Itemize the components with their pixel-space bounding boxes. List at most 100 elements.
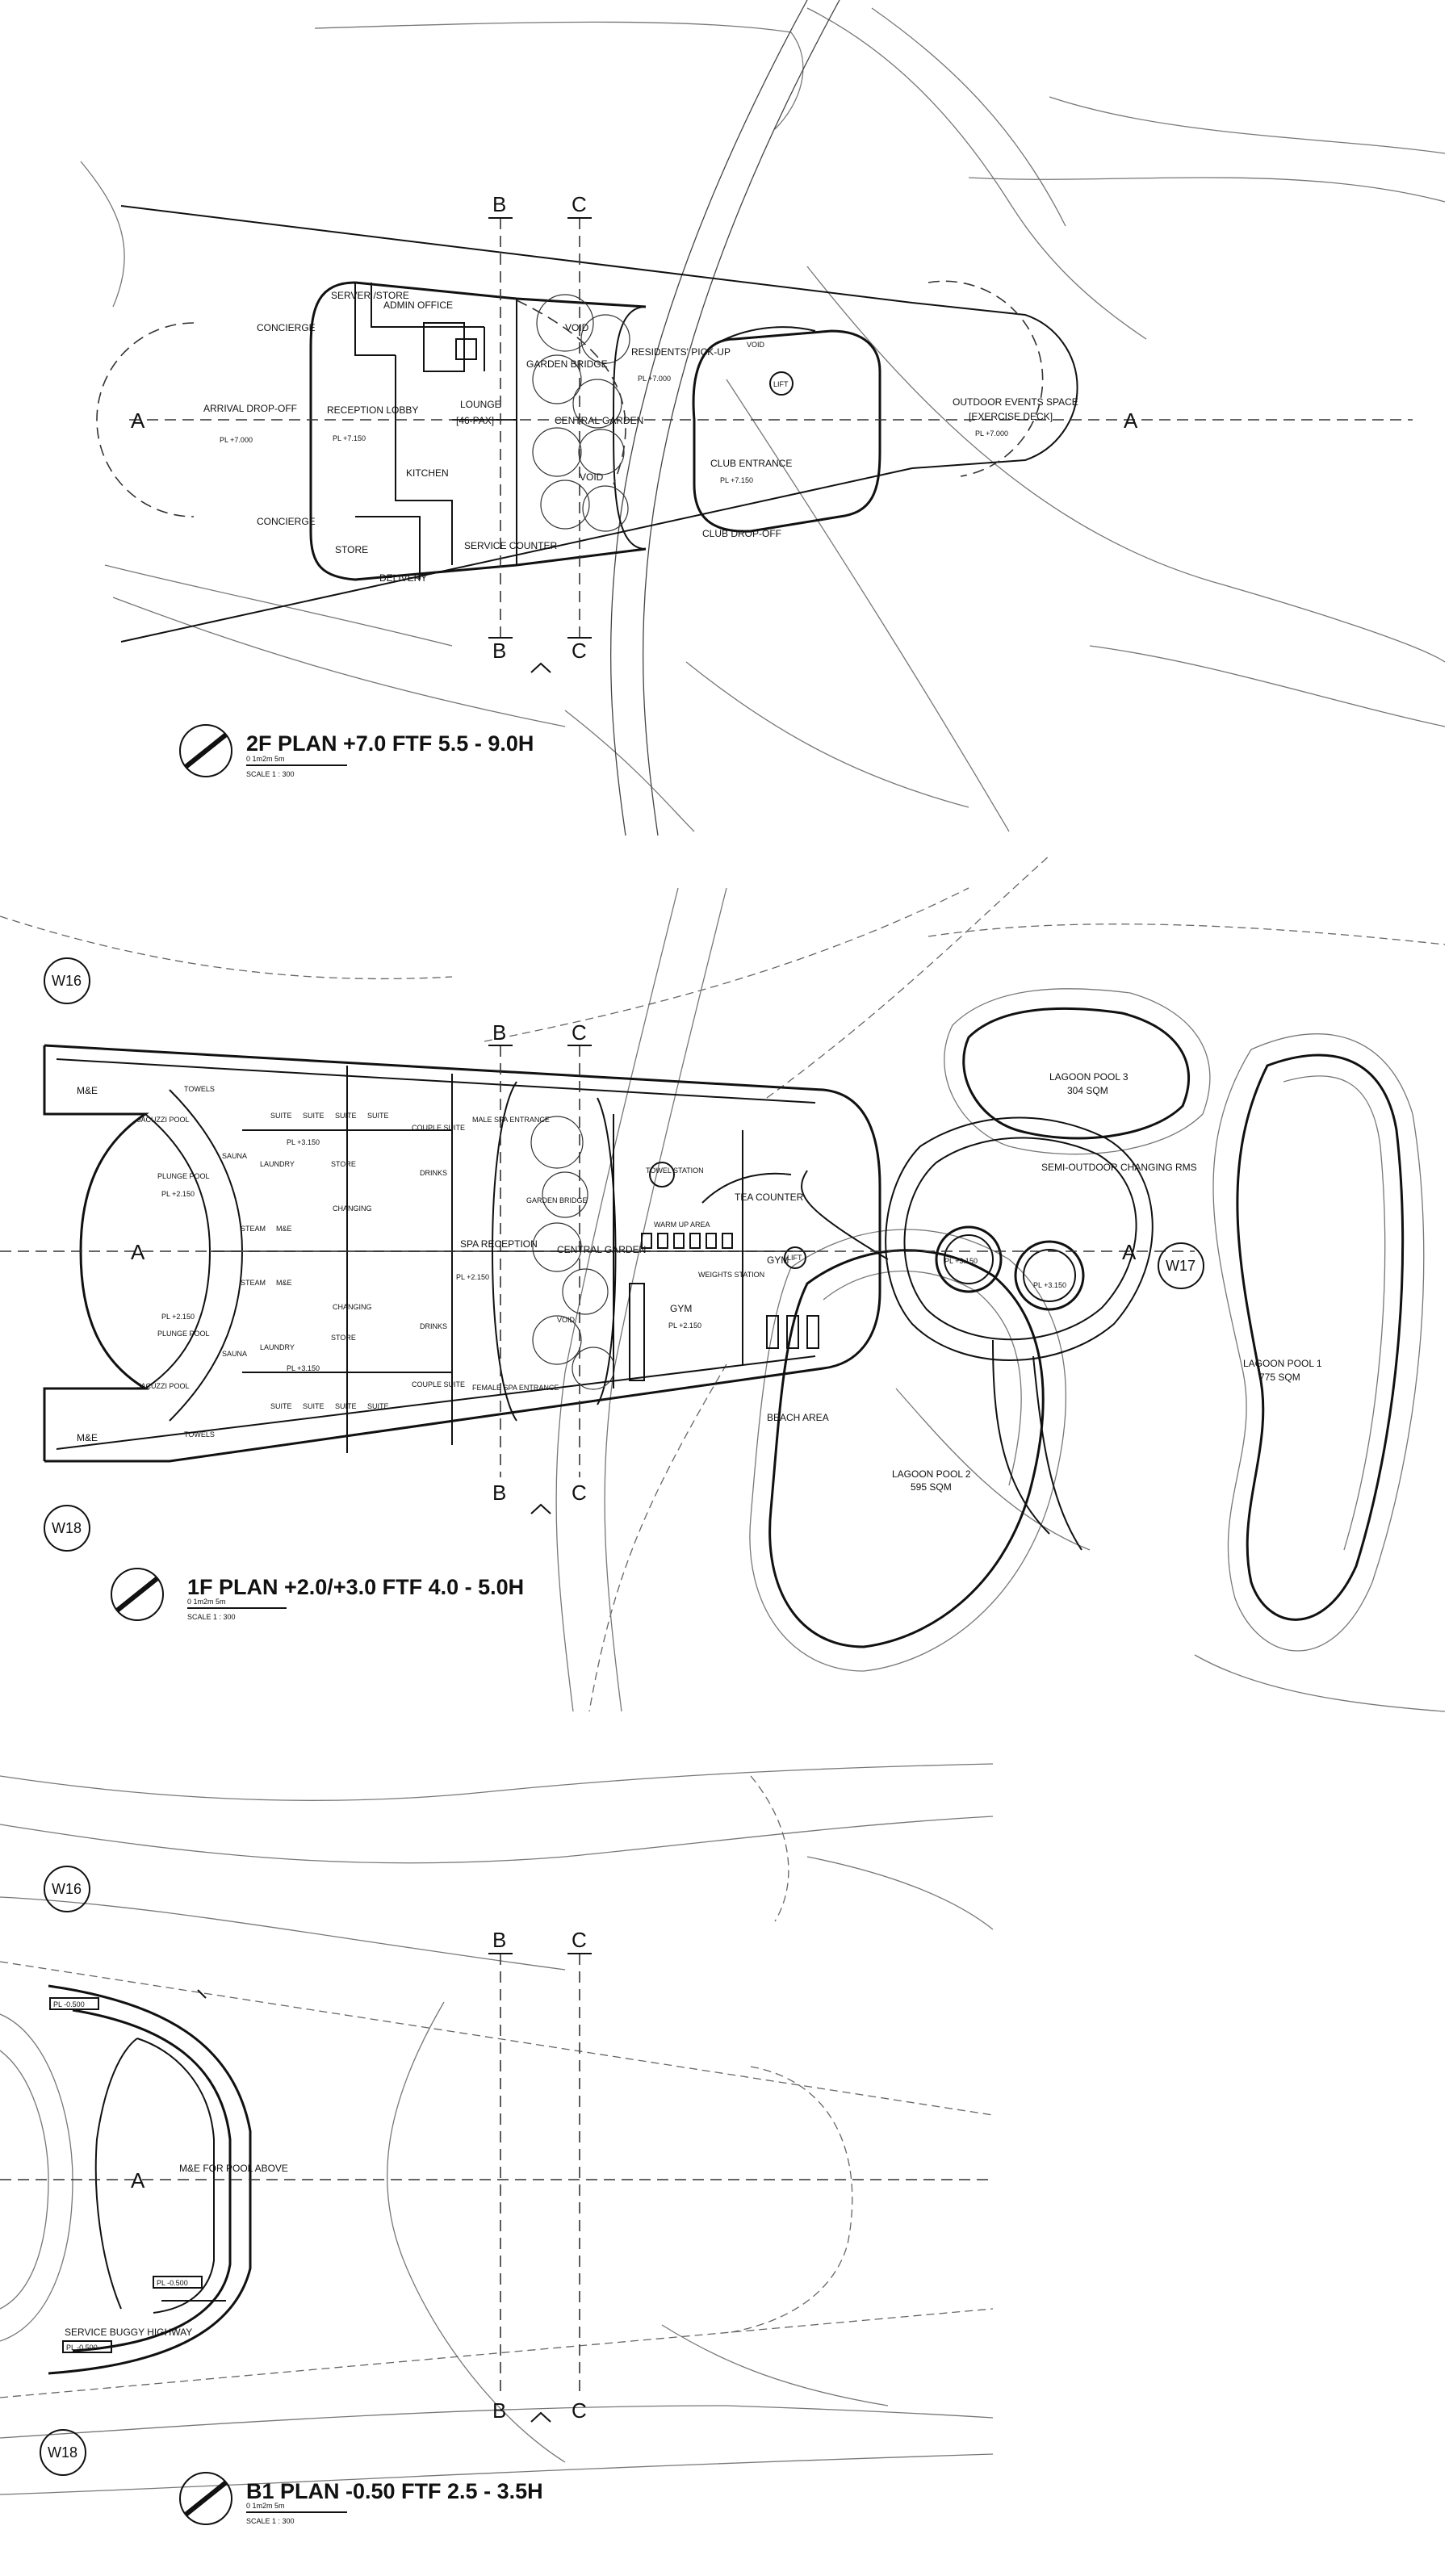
label-pod-level-b: PL +3.150 bbox=[1033, 1281, 1066, 1289]
grid-c-bottom-1f: C bbox=[572, 1481, 587, 1505]
north-needle-2f bbox=[184, 732, 228, 769]
label-suite-4: SUITE bbox=[367, 1112, 389, 1120]
grid-b-top-b1: B bbox=[492, 1928, 506, 1952]
club-stair bbox=[710, 326, 816, 348]
grid-w18-b1: W18 bbox=[48, 2444, 77, 2461]
scale-bar-text-2f: 0 1m2m 5m bbox=[246, 755, 285, 763]
scale-bar-text-1f: 0 1m2m 5m bbox=[187, 1598, 226, 1606]
grid-w18-1f: W18 bbox=[52, 1520, 82, 1536]
grid-a-right-1f: A bbox=[1122, 1240, 1137, 1264]
label-me-bottom: M&E bbox=[77, 1432, 98, 1443]
label-garden-bridge: GARDEN BRIDGE bbox=[526, 358, 608, 370]
room-labels-2f: SERVER /STORE ADMIN OFFICE CONCIERGE CON… bbox=[203, 290, 1078, 584]
grid-lines-1f: B C B C A A W16 W18 W17 bbox=[0, 957, 1204, 1552]
label-residents-level: PL +7.000 bbox=[638, 375, 671, 383]
lagoon-pool-2-edge bbox=[768, 1249, 1045, 1648]
label-outdoor: OUTDOOR EVENTS SPACE bbox=[953, 396, 1078, 408]
label-jacuzzi-top: JACUZZI POOL bbox=[137, 1116, 190, 1124]
terrain-lines bbox=[80, 7, 1446, 832]
label-arrival-level: PL +7.000 bbox=[220, 436, 253, 444]
label-garden-bridge-1f: GARDEN BRIDGE bbox=[526, 1196, 588, 1204]
label-b1-level-top: PL -0.500 bbox=[53, 2000, 85, 2008]
label-lift-1f: LIFT bbox=[787, 1254, 802, 1262]
label-towels-top: TOWELS bbox=[184, 1085, 215, 1093]
label-suite-5: SUITE bbox=[270, 1402, 292, 1410]
label-steam-top: STEAM bbox=[241, 1225, 266, 1233]
label-outdoor-sub: [EXERCISE DECK] bbox=[969, 411, 1053, 422]
label-lagoon2: LAGOON POOL 2 bbox=[892, 1468, 971, 1480]
label-me-top: M&E bbox=[77, 1085, 98, 1096]
label-lagoon1-area: 775 SQM bbox=[1259, 1372, 1300, 1383]
label-reception: RECEPTION LOBBY bbox=[327, 404, 418, 416]
changing-pod-a bbox=[935, 1225, 1003, 1293]
grid-lines-b1: B C B C A W16 W18 bbox=[0, 1866, 993, 2476]
label-lagoon3-area: 304 SQM bbox=[1067, 1085, 1108, 1096]
label-steam-bottom: STEAM bbox=[241, 1279, 266, 1287]
title-1f: 1F PLAN +2.0/+3.0 FTF 4.0 - 5.0H bbox=[187, 1575, 524, 1599]
interior-walls-2f bbox=[354, 283, 517, 580]
label-void-b: VOID bbox=[580, 471, 604, 483]
gym-equipment bbox=[629, 1162, 819, 1381]
label-suite-6: SUITE bbox=[303, 1402, 325, 1410]
label-lounge: LOUNGE bbox=[460, 399, 501, 410]
label-delivery: DELIVERY bbox=[379, 572, 427, 584]
label-b1-level-mid: PL -0.500 bbox=[157, 2279, 188, 2287]
grid-bubble-w18 bbox=[44, 1505, 90, 1552]
label-lounge-pax: [46-PAX] bbox=[456, 415, 494, 426]
label-server: SERVER /STORE bbox=[331, 290, 409, 301]
label-concierge-bottom: CONCIERGE bbox=[257, 516, 316, 527]
label-lift: LIFT bbox=[773, 380, 789, 388]
grid-w16-b1: W16 bbox=[52, 1881, 82, 1897]
label-lagoon2-area: 595 SQM bbox=[911, 1481, 952, 1493]
scale-b1: SCALE 1 : 300 bbox=[246, 2517, 295, 2525]
grid-a-left-b1: A bbox=[131, 2168, 145, 2193]
north-arrow-2f bbox=[530, 662, 551, 673]
label-towels-bottom: TOWELS bbox=[184, 1430, 215, 1439]
label-lagoon1: LAGOON POOL 1 bbox=[1243, 1358, 1322, 1369]
title-b1: B1 PLAN -0.50 FTF 2.5 - 3.5H bbox=[246, 2479, 543, 2503]
label-jacuzzi-bottom: JACUZZI POOL bbox=[137, 1382, 190, 1390]
label-suite-3: SUITE bbox=[335, 1112, 357, 1120]
b1-structure bbox=[0, 1984, 252, 2375]
label-me-mid-top: M&E bbox=[276, 1225, 292, 1233]
title-block-1f: 1F PLAN +2.0/+3.0 FTF 4.0 - 5.0H 0 1m2m … bbox=[111, 1568, 524, 1621]
north-arrow-1f bbox=[530, 1503, 551, 1514]
grid-c-top: C bbox=[572, 192, 587, 216]
label-changing-bottom: CHANGING bbox=[333, 1303, 372, 1311]
label-spa-reception: SPA RECEPTION bbox=[460, 1238, 538, 1250]
plan-2f: B C B C A A SERVER /STORE ADMIN OFFICE C… bbox=[80, 0, 1446, 836]
label-club-level: PL +7.150 bbox=[720, 476, 753, 484]
label-level-d: PL +2.150 bbox=[161, 1313, 195, 1321]
lagoon-pool-1-edge bbox=[1236, 1053, 1405, 1621]
grid-a-right: A bbox=[1124, 408, 1138, 433]
north-symbol-2f bbox=[179, 724, 232, 777]
grid-b-top: B bbox=[492, 192, 506, 216]
lagoon-pool-3-edge bbox=[962, 1007, 1191, 1140]
label-kitchen: KITCHEN bbox=[406, 467, 449, 479]
label-changing-top: CHANGING bbox=[333, 1204, 372, 1213]
label-me-mid-bottom: M&E bbox=[276, 1279, 292, 1287]
central-garden-trees-2f bbox=[532, 294, 630, 532]
label-gym-b: GYM bbox=[767, 1254, 789, 1266]
label-reception-level: PL +7.150 bbox=[333, 434, 366, 442]
label-gym-a: GYM bbox=[670, 1303, 692, 1314]
label-suite-7: SUITE bbox=[335, 1402, 357, 1410]
label-club-entrance: CLUB ENTRANCE bbox=[710, 458, 792, 469]
access-road bbox=[609, 0, 840, 836]
label-b1-level-bot: PL -0.500 bbox=[66, 2344, 98, 2352]
grid-lines-2f: B C B C A A bbox=[129, 192, 1413, 673]
title-block-2f: 2F PLAN +7.0 FTF 5.5 - 9.0H 0 1m2m 5m SC… bbox=[179, 724, 534, 778]
label-sauna-bottom: SAUNA bbox=[222, 1350, 247, 1358]
grid-bubble-w18-b1 bbox=[40, 2429, 86, 2476]
north-symbol-b1 bbox=[179, 2472, 232, 2525]
scale-2f: SCALE 1 : 300 bbox=[246, 770, 295, 778]
label-void-a: VOID bbox=[565, 322, 589, 333]
label-void-1f: VOID bbox=[557, 1316, 576, 1324]
north-symbol-1f bbox=[111, 1568, 164, 1621]
label-store-bottom: STORE bbox=[331, 1334, 356, 1342]
lagoon-pools bbox=[749, 988, 1425, 1672]
terrain-lines-b1 bbox=[0, 1763, 994, 2495]
arrival-arc bbox=[96, 322, 195, 517]
label-female-spa: FEMALE SPA ENTRANCE bbox=[472, 1384, 559, 1392]
label-couple-bottom: COUPLE SUITE bbox=[412, 1380, 465, 1389]
